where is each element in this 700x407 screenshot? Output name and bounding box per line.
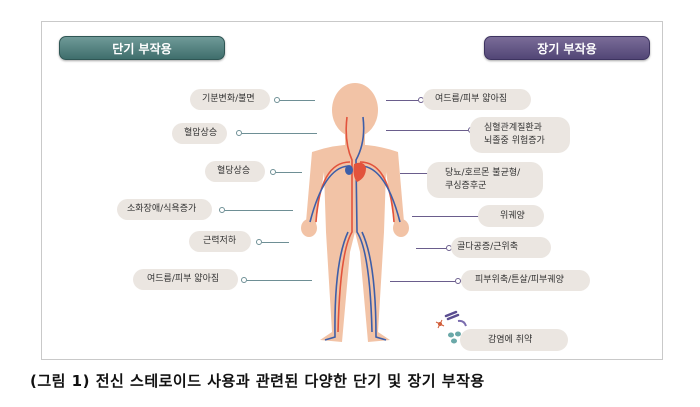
short-effect-blood-pressure: 혈압상승 [172, 123, 227, 144]
connector-line [242, 133, 317, 134]
short-effect-digestion: 소화장애/식욕증가 [117, 199, 212, 220]
bacteria-icon [435, 310, 467, 344]
connector-line [416, 248, 446, 249]
connector-dot [256, 239, 262, 245]
long-effect-infection: 감염에 취약 [460, 329, 568, 351]
connector-dot [236, 130, 242, 136]
long-effect-acne: 여드름/피부 얇아짐 [423, 89, 531, 110]
connector-dot [270, 169, 276, 175]
short-effect-mood: 기분변화/불면 [190, 89, 270, 110]
connector-line [400, 173, 428, 174]
long-effect-diabetes-cushing: 당뇨/호르몬 불균형/ 쿠싱증후군 [427, 162, 543, 198]
connector-line [390, 281, 455, 282]
connector-line [225, 210, 293, 211]
short-effect-muscle-weakness: 근력저하 [189, 231, 251, 252]
connector-line [276, 172, 302, 173]
connector-line [386, 130, 468, 131]
human-body-icon [301, 83, 409, 342]
long-effect-skin-atrophy: 피부위축/튼살/피부궤양 [461, 270, 590, 291]
connector-dot [455, 278, 461, 284]
short-effect-acne: 여드름/피부 얇아짐 [133, 269, 238, 290]
long-effect-ulcer: 위궤양 [478, 205, 544, 227]
long-effect-osteoporosis: 골다공증/근위축 [451, 237, 551, 258]
short-effect-blood-sugar: 혈당상승 [205, 161, 265, 182]
long-effect-cardiovascular: 심혈관계질환과 뇌졸중 위험증가 [470, 117, 570, 153]
figure-caption: (그림 1) 전신 스테로이드 사용과 관련된 다양한 단기 및 장기 부작용 [30, 372, 485, 390]
connector-line [412, 216, 480, 217]
connector-line [262, 242, 289, 243]
connector-line [247, 280, 312, 281]
connector-dot [241, 277, 247, 283]
connector-line [386, 100, 418, 101]
connector-line [280, 100, 315, 101]
connector-dot [219, 207, 225, 213]
short-term-header: 단기 부작용 [59, 36, 225, 60]
long-term-header: 장기 부작용 [484, 36, 650, 60]
connector-dot [274, 97, 280, 103]
